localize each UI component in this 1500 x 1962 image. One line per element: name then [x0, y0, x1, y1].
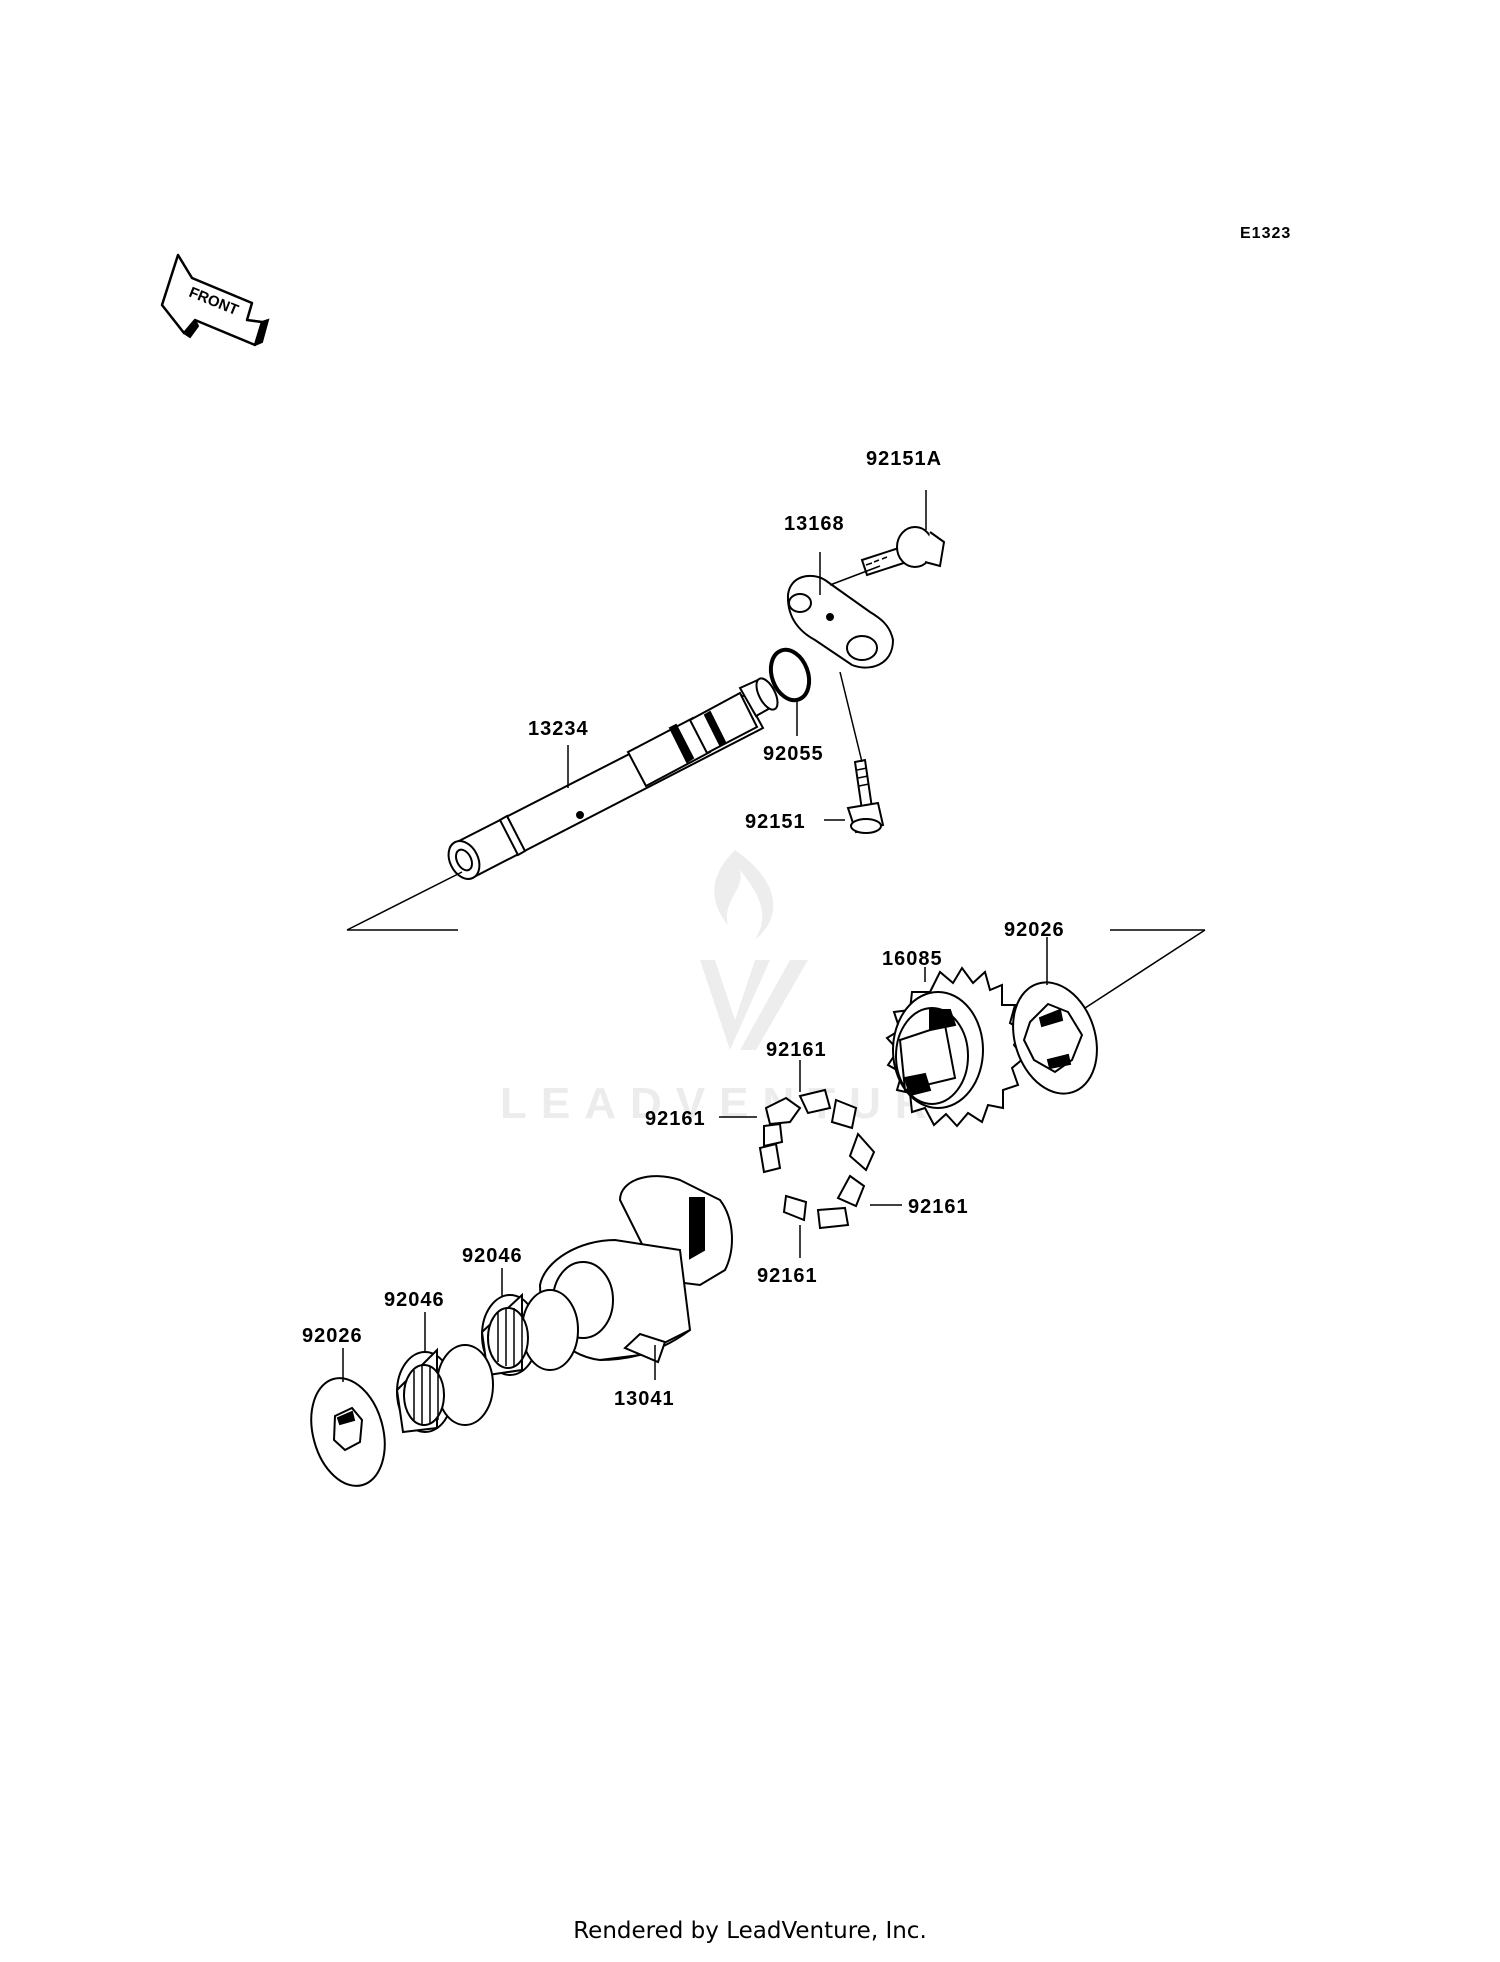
washer-92026-right: [1012, 981, 1098, 1095]
dampers-92161: [758, 1088, 876, 1230]
watermark-text: LEADVENTURE: [500, 1079, 984, 1128]
label-92161-bottom: 92161: [757, 1265, 818, 1287]
label-92161-left: 92161: [645, 1108, 706, 1130]
bolt-92151: [846, 758, 885, 834]
diagram-code: E1323: [1240, 225, 1291, 242]
label-92046-lower: 92046: [384, 1289, 445, 1311]
oring-92055: [768, 647, 812, 703]
label-16085: 16085: [882, 948, 943, 970]
bolt-92151A: [860, 526, 946, 577]
label-92161-right: 92161: [908, 1196, 969, 1218]
bearing-92046-upper: [480, 1289, 579, 1377]
bearing-92046-lower: [395, 1344, 494, 1434]
footer-credit: Rendered by LeadVenture, Inc.: [573, 1918, 927, 1944]
front-arrow-icon: FRONT: [160, 253, 270, 347]
label-13234: 13234: [528, 718, 589, 740]
label-92151: 92151: [745, 811, 806, 833]
arm-13168: [786, 574, 895, 669]
washer-92026-left: [310, 1377, 386, 1487]
label-92026-left: 92026: [302, 1325, 363, 1347]
label-92055: 92055: [763, 743, 824, 765]
label-92026-right: 92026: [1004, 919, 1065, 941]
leadventure-watermark: LEADVENTURE: [500, 850, 984, 1128]
label-92046-upper: 92046: [462, 1245, 523, 1267]
label-92161-top: 92161: [766, 1039, 827, 1061]
part-labels: 92151A 13168 92055 13234 92151 92026 160…: [302, 448, 1065, 1410]
shaft-13234: [447, 677, 779, 880]
label-13041: 13041: [614, 1388, 675, 1410]
label-13168: 13168: [784, 513, 845, 535]
label-92151A: 92151A: [866, 448, 942, 470]
leader-lines: [342, 490, 1048, 1382]
gear-16085: [885, 966, 1026, 1128]
